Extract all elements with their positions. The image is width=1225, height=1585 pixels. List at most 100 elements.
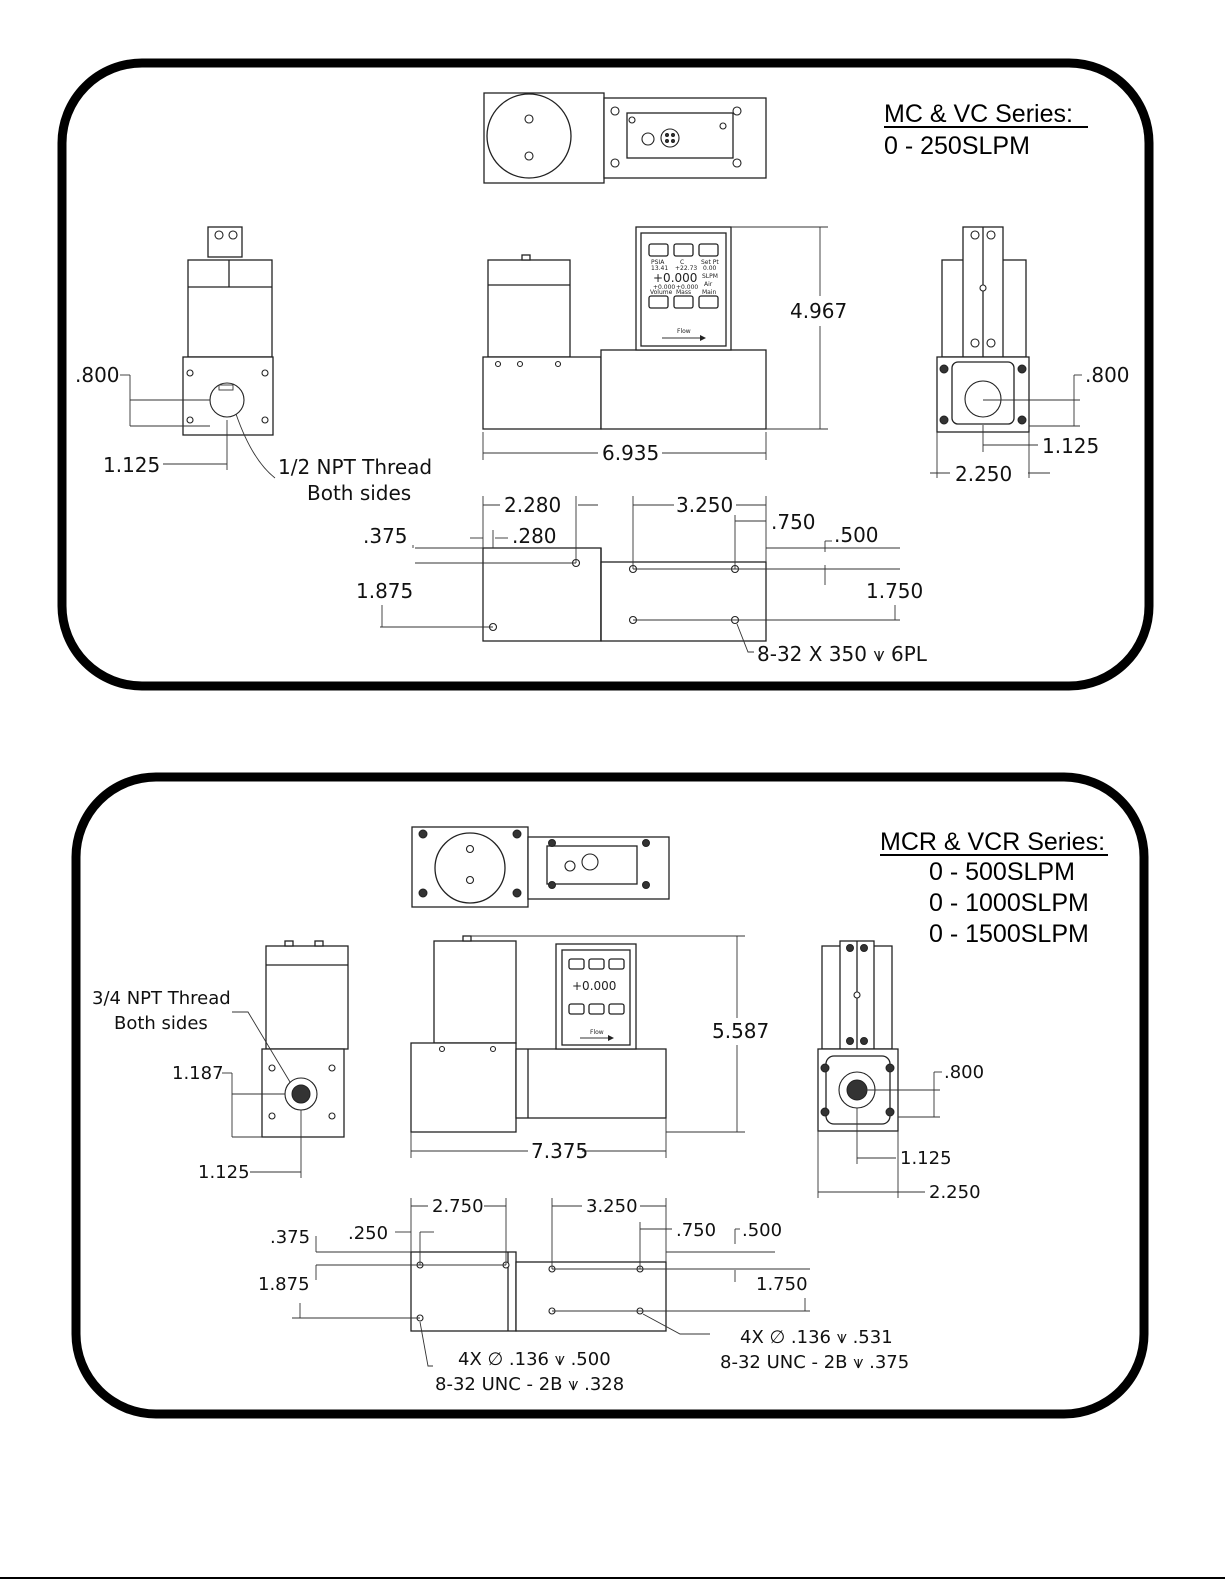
display-button	[608, 958, 625, 970]
dim-3250: 3.250	[676, 493, 733, 517]
connector-box	[207, 226, 243, 258]
display-button	[673, 295, 694, 309]
svg-text:Volume: Volume	[650, 289, 673, 296]
valve-cylinder	[187, 259, 273, 358]
dim-250: .250	[348, 1223, 388, 1244]
bottom-valve-block	[410, 1251, 517, 1332]
valve-cylinder	[265, 945, 349, 1050]
range-line-3: 0 - 1500SLPM	[929, 920, 1089, 948]
svg-text:Air: Air	[704, 281, 713, 288]
flow-body	[600, 349, 767, 430]
right-side-view: .800 1.125 2.250	[930, 226, 1130, 486]
display-main-value: +0.000	[572, 979, 616, 993]
dim-750: .750	[771, 510, 816, 534]
display-button	[568, 958, 585, 970]
thread-label-1: 1/2 NPT Thread	[278, 455, 432, 479]
display-button	[588, 958, 605, 970]
dim-right-height: .800	[944, 1062, 984, 1083]
leader-line	[235, 413, 276, 479]
leader-line	[232, 1011, 291, 1083]
svg-text:Set Pt: Set Pt	[701, 259, 719, 266]
range-line-2: 0 - 1000SLPM	[929, 889, 1089, 917]
dim-right-width: 2.250	[929, 1182, 981, 1203]
callout-right-2: 8-32 UNC - 2B ⩛ .375	[720, 1352, 909, 1373]
front-view: +0.000 Flow 5.587 7.375	[410, 935, 769, 1163]
top-view-body	[411, 826, 529, 908]
dim-side-height: .800	[75, 363, 120, 387]
hole-callout: 8-32 X 350 ⩛ 6PL	[757, 642, 928, 666]
flow-body	[515, 1048, 667, 1119]
dim-500: .500	[834, 523, 879, 547]
dim-total-length: 7.375	[531, 1139, 588, 1163]
callout-right-1: 4X ∅ .136 ⩛ .531	[740, 1327, 893, 1348]
connector-plate	[546, 845, 638, 885]
top-view	[483, 92, 767, 184]
dim-right-offset: 1.125	[1042, 434, 1099, 458]
display-button	[648, 295, 669, 309]
svg-text:Main: Main	[702, 289, 717, 296]
display-button	[588, 1003, 605, 1015]
svg-text:SLPM: SLPM	[702, 273, 718, 280]
svg-text:+0.000: +0.000	[653, 284, 675, 291]
valve-block	[410, 1042, 517, 1133]
panel-mcr-vcr: MCR & VCR Series: 0 - 500SLPM 0 - 1000SL…	[71, 772, 1149, 1419]
display-button	[568, 1003, 585, 1015]
svg-text:Flow: Flow	[590, 1029, 604, 1036]
din-connector-icon	[660, 128, 680, 148]
bottom-flow-body	[515, 1261, 667, 1332]
bottom-flow-body	[600, 561, 767, 642]
valve-block	[482, 356, 602, 430]
left-side-view: 3/4 NPT Thread Both sides 1.187 1.125	[92, 940, 349, 1183]
dim-2750: 2.750	[432, 1196, 484, 1217]
display-button	[608, 1003, 625, 1015]
display-button	[698, 243, 719, 257]
mount-hole	[732, 106, 742, 116]
dim-right-width: 2.250	[955, 462, 1012, 486]
connector-plate	[626, 112, 734, 159]
svg-text:+0.000: +0.000	[676, 284, 698, 291]
top-view-electronics	[603, 97, 767, 179]
dim-1875: 1.875	[356, 579, 413, 603]
valve-cylinder	[433, 940, 517, 1044]
dim-500: .500	[742, 1220, 782, 1241]
top-view-hole	[524, 114, 534, 124]
top-view-cylinder	[486, 93, 572, 179]
power-jack-icon	[564, 860, 576, 872]
svg-text:Flow: Flow	[677, 328, 691, 335]
dim-1875: 1.875	[258, 1274, 310, 1295]
leader-line	[642, 1313, 710, 1335]
dim-1750: 1.750	[756, 1274, 808, 1295]
svg-text:Mass: Mass	[676, 289, 691, 296]
panel-border	[71, 772, 1149, 1419]
panel-mc-vc: MC & VC Series: 0 - 250SLPM	[57, 58, 1154, 691]
screw-icon	[719, 122, 727, 130]
dim-2280: 2.280	[504, 493, 561, 517]
display-main-value: +0.000	[653, 271, 697, 285]
top-view-hole	[524, 151, 534, 161]
power-jack-icon	[641, 132, 655, 146]
thread-label-1: 3/4 NPT Thread	[92, 988, 231, 1009]
port-icon	[964, 380, 1002, 418]
top-view-cylinder	[434, 832, 506, 904]
dim-3250: 3.250	[586, 1196, 638, 1217]
thread-label-2: Both sides	[114, 1013, 208, 1034]
valve-cylinder	[487, 259, 571, 358]
svg-text:+22.73: +22.73	[675, 265, 697, 272]
dim-side-height: 1.187	[172, 1063, 224, 1084]
dim-280: .280	[512, 524, 557, 548]
top-view	[411, 826, 670, 908]
dim-750: .750	[676, 1220, 716, 1241]
range-line-1: 0 - 500SLPM	[929, 858, 1075, 886]
svg-text:0.00: 0.00	[703, 265, 717, 272]
screw-icon	[628, 116, 636, 124]
leader-line	[736, 623, 754, 653]
dim-side-width: 1.125	[103, 453, 160, 477]
display-button	[698, 295, 719, 309]
mount-hole	[610, 158, 620, 168]
dim-1750: 1.750	[866, 579, 923, 603]
leader-line	[419, 1321, 433, 1367]
din-connector-icon	[581, 853, 599, 871]
front-view: PSIA 13.41 C +22.73 Set Pt 0.00 +0.000 S…	[482, 226, 847, 465]
dim-total-height: 4.967	[790, 299, 847, 323]
